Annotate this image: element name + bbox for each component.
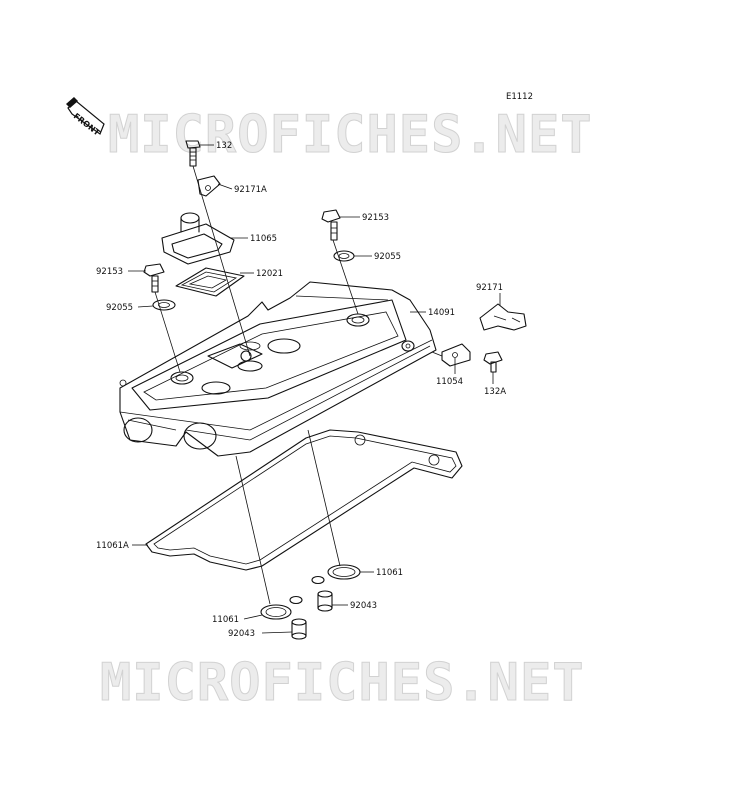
label-11061-right: 11061	[376, 568, 403, 578]
assembly-lines	[154, 165, 443, 605]
label-92055-right: 92055	[374, 252, 401, 262]
watermark-bottom: MICROFICHES.NET	[100, 653, 585, 713]
label-92043-left: 92043	[228, 629, 255, 639]
breather-cover-11065	[161, 212, 235, 265]
plug-gasket-11061-left	[260, 595, 303, 620]
washer-92055-left	[152, 299, 176, 311]
dowel-92043-right	[317, 590, 333, 612]
gasket-12021	[175, 267, 245, 297]
label-11061A: 11061A	[96, 541, 129, 551]
label-92043-right: 92043	[350, 601, 377, 611]
head-cover-gasket-11061A	[145, 429, 463, 571]
clamp-92171	[479, 303, 527, 331]
label-leaders	[128, 144, 501, 634]
label-92055-left: 92055	[106, 303, 133, 313]
label-92171A: 92171A	[234, 185, 267, 195]
label-132: 132	[216, 141, 232, 151]
bracket-11054	[441, 343, 471, 367]
part-number-labels: 132 92171A 92153 11065 92055 92153 12021…	[96, 141, 506, 639]
bolt-92153-left	[143, 263, 165, 293]
label-11061-left: 11061	[212, 615, 239, 625]
dowel-92043-left	[291, 618, 307, 640]
label-92153-left: 92153	[96, 267, 123, 277]
bolt-132A	[483, 351, 503, 373]
label-92153-top: 92153	[362, 213, 389, 223]
label-11065: 11065	[250, 234, 277, 244]
label-11054: 11054	[436, 377, 463, 387]
label-14091: 14091	[428, 308, 455, 318]
cylinder-head-cover-14091	[119, 281, 437, 457]
diagram-code: E1112	[506, 92, 533, 102]
label-12021: 12021	[256, 269, 283, 279]
label-92171: 92171	[476, 283, 503, 293]
front-arrow-icon: FRONT	[66, 97, 105, 138]
clamp-92171A	[197, 175, 221, 197]
plug-gasket-11061-right	[311, 564, 361, 585]
bolt-92153-right	[321, 209, 341, 241]
watermark-top: MICROFICHES.NET	[108, 105, 593, 165]
label-132A: 132A	[484, 387, 506, 397]
